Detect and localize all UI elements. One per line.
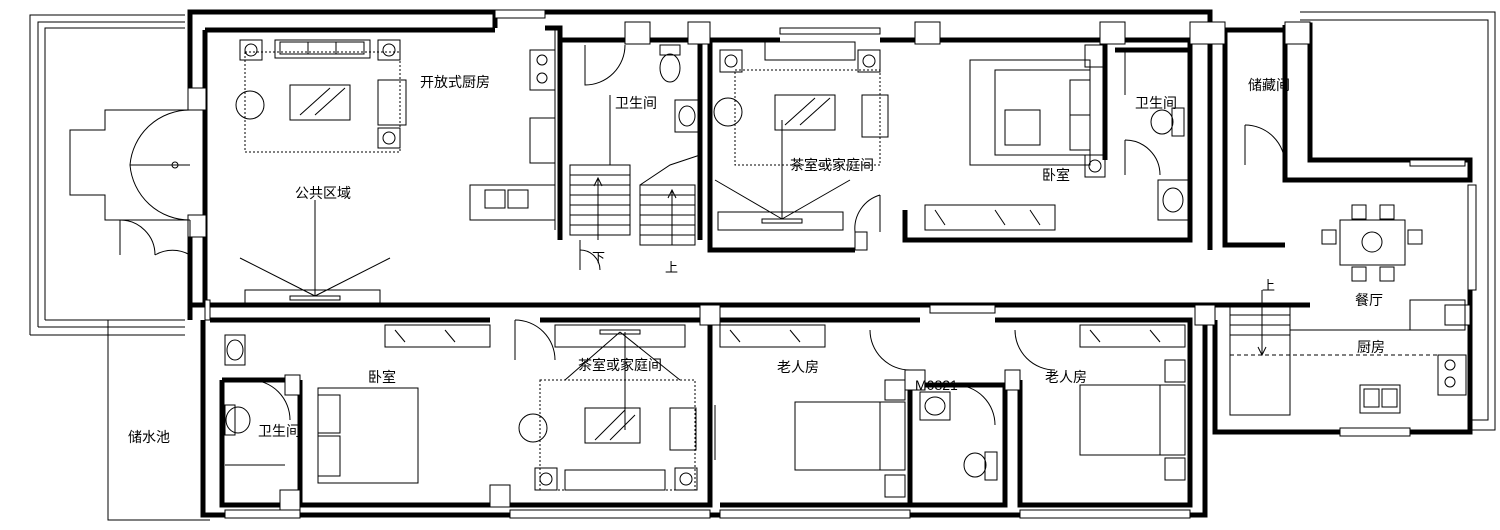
terrace-outline — [29, 11, 1496, 521]
columns — [187, 21, 1471, 511]
label-bath-top-left: 卫生间 — [615, 95, 657, 111]
label-public-area: 公共区域 — [295, 185, 351, 201]
label-elder-room-1: 老人房 — [777, 359, 819, 375]
tea-room-top-furniture — [713, 41, 889, 233]
bedroom-top-furniture — [924, 44, 1106, 231]
bath-top-right-fixtures — [1124, 50, 1189, 221]
label-bedroom-bottom: 卧室 — [368, 369, 396, 385]
storage-door — [1244, 124, 1286, 166]
label-stair-up-right: 上 — [1262, 278, 1275, 293]
label-stair-up-center: 上 — [665, 260, 678, 275]
dining-table — [1321, 204, 1423, 282]
tv-unit-public — [239, 200, 391, 305]
room-labels: 开放式厨房 公共区域 卫生间 茶室或家庭间 卧室 卫生间 储藏间 餐厅 厨房 储… — [128, 74, 1385, 445]
bath-middle-fixtures — [919, 384, 998, 481]
kitchen-right-fixtures — [1359, 299, 1467, 414]
label-bedroom-top: 卧室 — [1042, 167, 1070, 183]
label-open-kitchen: 开放式厨房 — [420, 74, 490, 90]
label-kitchen: 厨房 — [1357, 339, 1385, 355]
elder-room-2-furniture — [1014, 324, 1186, 481]
entrance-doors — [69, 109, 191, 256]
label-door-code: M0821 — [915, 377, 958, 393]
label-tea-room-bottom: 茶室或家庭间 — [578, 357, 662, 373]
kitchen-counter-top-left — [469, 30, 556, 230]
elder-room-1-furniture — [719, 324, 911, 498]
label-water-tank: 储水池 — [128, 429, 170, 445]
windows — [204, 9, 1477, 519]
stairs-right — [1229, 290, 1470, 416]
label-storage: 储藏间 — [1248, 77, 1290, 93]
living-set-top-left — [235, 39, 407, 153]
label-bath-top-right: 卫生间 — [1135, 95, 1177, 111]
label-tea-room-top: 茶室或家庭间 — [790, 157, 874, 173]
label-elder-room-2: 老人房 — [1045, 369, 1087, 385]
bath-bottom-left-fixtures — [224, 334, 291, 466]
label-stair-down: 下 — [592, 250, 605, 265]
label-bath-bottom-left: 卫生间 — [258, 423, 300, 439]
label-dining: 餐厅 — [1355, 292, 1383, 308]
tea-room-bottom-furniture — [518, 324, 716, 491]
interior-walls — [202, 25, 1290, 508]
bedroom-bottom-furniture — [317, 319, 556, 484]
bath-top-left-fixtures — [584, 44, 701, 165]
stairs-left — [569, 154, 701, 271]
